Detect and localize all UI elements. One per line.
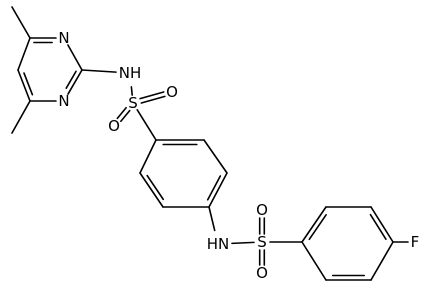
bond-12	[136, 108, 157, 141]
bond-19	[208, 206, 216, 232]
bond-27	[370, 241, 394, 281]
bond-14	[139, 172, 164, 208]
atom-label-s-upper: S	[128, 94, 138, 112]
bond-7	[17, 37, 31, 71]
bond-0	[11, 6, 31, 39]
bond-24-inner	[308, 213, 327, 241]
atom-label-o-lower-top: O	[256, 201, 268, 219]
bond-3	[67, 44, 83, 71]
bond-4	[67, 69, 83, 95]
atom-label-pyrimidine-n-upper: N	[58, 29, 69, 47]
bond-16	[208, 172, 228, 208]
bond-26	[370, 206, 394, 243]
bond-26-inner	[369, 213, 387, 240]
bond-29	[301, 241, 327, 281]
bond-17	[203, 139, 228, 174]
atom-label-fluorine: F	[411, 233, 420, 251]
bond-11-b	[120, 109, 131, 123]
bond-6	[17, 69, 31, 102]
atom-label-o-upper-left: O	[108, 117, 120, 135]
bond-10-b	[139, 91, 165, 100]
bond-1	[11, 100, 31, 134]
bond-11-a	[116, 106, 127, 120]
atom-label-nh-lower: HN	[207, 235, 230, 253]
bond-8	[81, 69, 117, 73]
bond-14-inner	[146, 174, 165, 201]
atom-label-o-lower-bottom: O	[256, 264, 268, 282]
bond-24	[301, 206, 327, 243]
bond-16-inner	[206, 175, 222, 201]
atom-label-pyrimidine-n-lower: N	[58, 92, 69, 110]
bond-6-inner	[23, 72, 34, 96]
bond-9	[130, 86, 134, 96]
bond-10-a	[140, 95, 166, 104]
atom-label-o-upper-right: O	[166, 83, 178, 101]
bond-20	[231, 241, 255, 245]
bond-13	[139, 139, 157, 174]
bond-4-inner	[65, 70, 77, 90]
atom-label-s-lower: S	[257, 233, 267, 251]
bonds	[11, 6, 409, 281]
atom-label-nh-upper: NH	[119, 64, 142, 82]
